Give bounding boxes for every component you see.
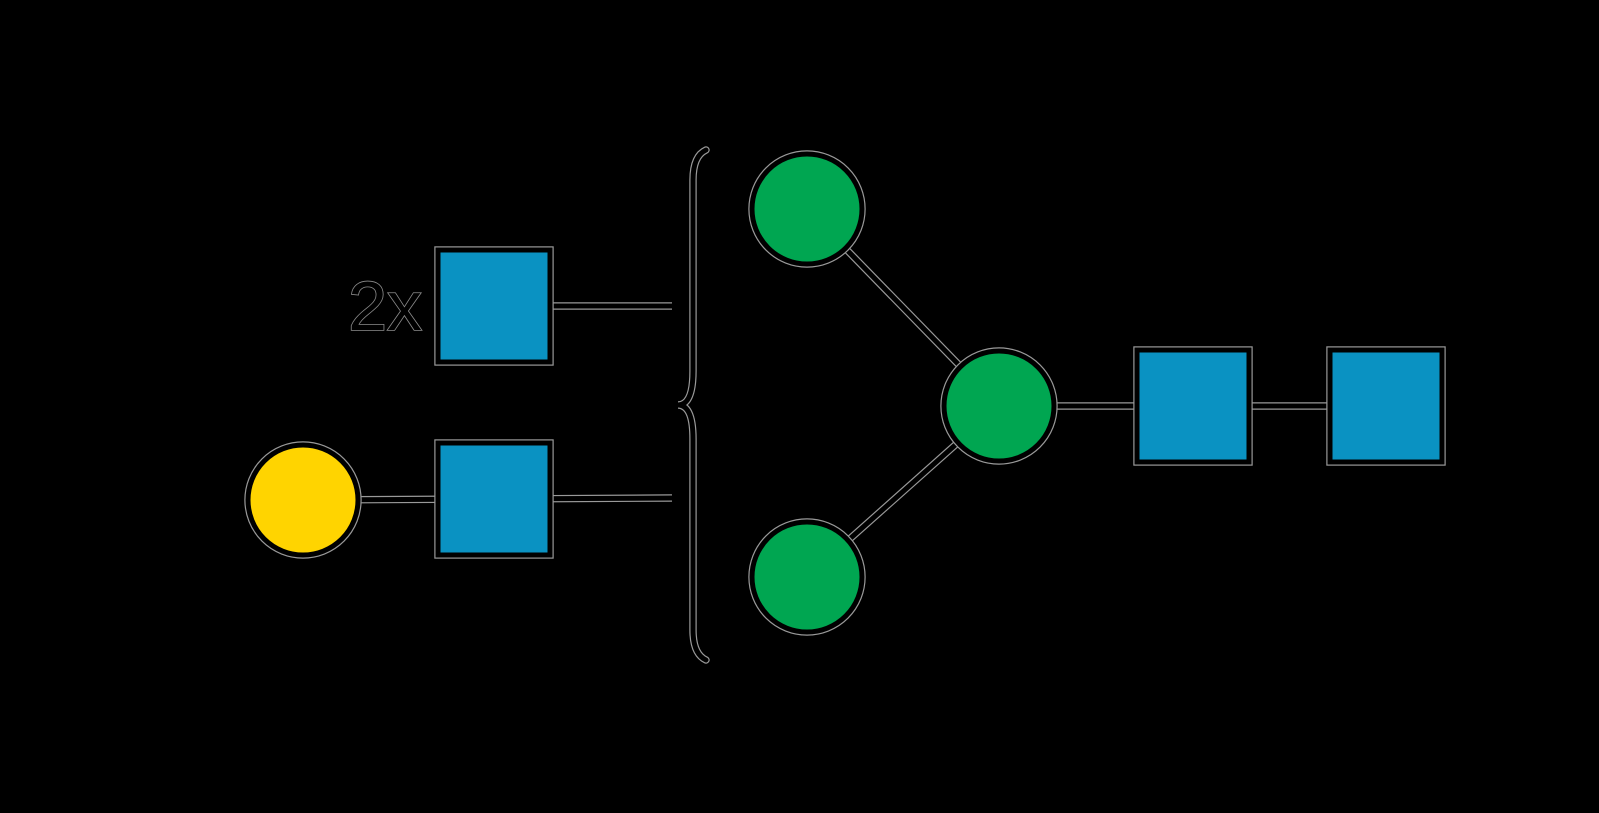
core-mannose-upper-circle: [749, 151, 865, 267]
antenna-glcnac-top-square: [435, 247, 553, 365]
core-glcnac-inner-square: [1134, 347, 1252, 465]
antenna-glcnac-bottom-square: [435, 440, 553, 558]
core-mannose-lower-circle: [749, 519, 865, 635]
core-glcnac-reducing-square: [1327, 347, 1445, 465]
antenna-grouping-brace: [677, 147, 709, 663]
core-mannose-center-circle: [941, 348, 1057, 464]
antenna-galactose-circle: [245, 442, 361, 558]
antenna-multiplier-label: 2x: [348, 267, 422, 345]
